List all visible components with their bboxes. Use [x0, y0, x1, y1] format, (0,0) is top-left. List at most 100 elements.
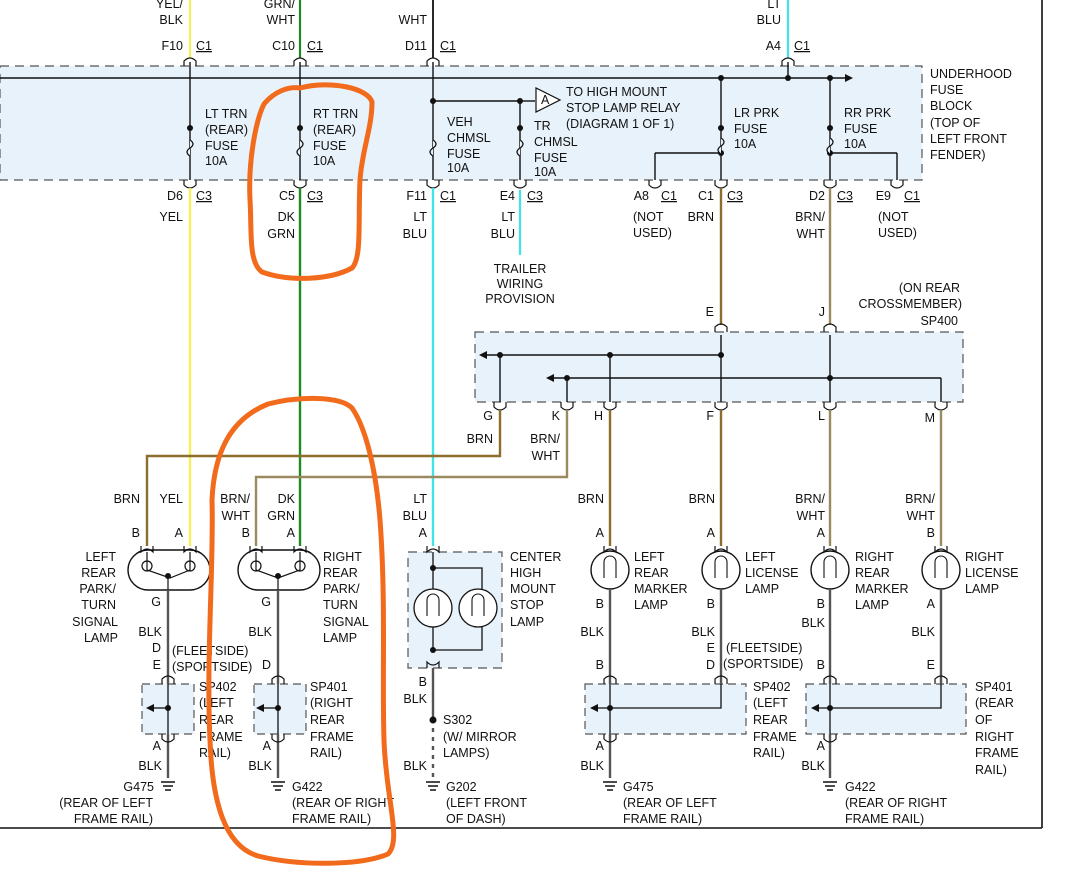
wire-color-label: BRN	[688, 210, 714, 224]
input-pin: D11	[405, 39, 427, 53]
sp401-left-splice-pack	[253, 675, 307, 743]
wire-color-label: BLK	[138, 759, 162, 773]
lamp-pin: A	[596, 526, 605, 540]
fuse-label: FUSE	[734, 122, 767, 136]
wire-color-label: BLK	[801, 616, 825, 630]
splice-label: OF	[975, 713, 993, 727]
lamp-name: LICENSE	[745, 566, 799, 580]
ground-text: OF DASH)	[446, 812, 506, 826]
wire-color-label: BLK	[248, 759, 272, 773]
wire-color-label: BLK	[580, 759, 604, 773]
not-used-label: (NOT	[633, 210, 664, 224]
connector-symbol	[183, 57, 197, 66]
fuse-label: CHMSL	[447, 131, 491, 145]
splice-pin: E	[153, 658, 161, 672]
wire-color-label: BRN/	[220, 492, 250, 506]
splice-note: (SPORTSIDE)	[723, 657, 803, 671]
output-pin: A8	[634, 189, 649, 203]
lamp-ground-pin: B	[817, 597, 825, 611]
sp400-pin: H	[594, 409, 603, 423]
input-pin: F10	[161, 39, 183, 53]
sp400-pin: M	[925, 411, 935, 425]
fuse-label: FUSE	[205, 139, 238, 153]
wire-brn-wht-right-park	[254, 410, 569, 546]
lamp-name: REAR	[634, 566, 669, 580]
sp400-internal	[485, 335, 942, 402]
splice-label: FRAME	[310, 730, 354, 744]
wire-color-label: LT	[501, 210, 515, 224]
splice-label: FRAME	[975, 746, 1019, 760]
fuse-label: 10A	[313, 154, 336, 168]
splice-label: SP401	[310, 680, 348, 694]
lamp-name: MOUNT	[510, 582, 556, 596]
wire-color-label: WHT	[797, 509, 826, 523]
lamp-name: RIGHT	[965, 550, 1004, 564]
output-conn: C3	[196, 189, 212, 203]
ground-text: FRAME RAIL)	[623, 812, 702, 826]
relay-ref-text: (DIAGRAM 1 OF 1)	[566, 117, 674, 131]
fuse-label: (REAR)	[205, 123, 248, 137]
fuse-block-label-line: (TOP OF	[930, 116, 981, 130]
ground-text: FRAME RAIL)	[845, 812, 924, 826]
wire-color-label: BRN	[467, 432, 493, 446]
splice-label: REAR	[310, 713, 345, 727]
relay-ref-triangle	[535, 87, 562, 113]
lamp-name: LEFT	[745, 550, 776, 564]
fuse-label: RR PRK	[844, 106, 892, 120]
wire-color-label: YEL	[159, 210, 183, 224]
fuse-label: VEH	[447, 115, 473, 129]
trailer-note: TRAILER	[494, 262, 547, 276]
sp400-pin: E	[706, 305, 714, 319]
underhood-fuse-block	[0, 65, 923, 181]
center-high-mount-stop-lamp	[407, 546, 503, 669]
ground-text: (LEFT FRONT	[446, 796, 527, 810]
splice-label: (RIGHT	[310, 696, 353, 710]
sp400-pin: L	[818, 409, 825, 423]
lamp-pin: A	[287, 526, 296, 540]
sp400-label: (ON REAR	[899, 281, 960, 295]
wire-color-label: BLK	[248, 625, 272, 639]
splice-pin: D	[152, 641, 161, 655]
wire-color-label: WHT	[907, 509, 936, 523]
splice-label: SP402	[753, 680, 791, 694]
fuse-label: LR PRK	[734, 106, 780, 120]
wire-color-label: BLU	[403, 227, 427, 241]
right-rear-marker-lamp	[810, 546, 850, 590]
wire-color-label: WHT	[222, 509, 251, 523]
input-conn: C1	[307, 39, 323, 53]
lamp-pin: A	[817, 526, 826, 540]
splice-label: SP402	[199, 680, 237, 694]
trailer-note: PROVISION	[485, 292, 554, 306]
splice-pin: B	[817, 658, 825, 672]
ground-text: (REAR OF RIGHT	[292, 796, 394, 810]
output-pin: C1	[698, 189, 714, 203]
lamp-pin: B	[927, 526, 935, 540]
wire-brn-left-park	[145, 410, 502, 546]
wire-color-label: BLK	[911, 625, 935, 639]
lamp-name: LEFT	[85, 550, 116, 564]
splice-pin: E	[927, 658, 935, 672]
lamp-name: PARK/	[79, 582, 116, 596]
output-pin: D6	[167, 189, 183, 203]
wire-color-label: BRN/	[795, 210, 825, 224]
input-pin: C10	[272, 39, 295, 53]
connector-symbol	[781, 57, 795, 66]
sp400-pin: G	[483, 409, 493, 423]
lamp-name: TURN	[323, 598, 358, 612]
relay-ref-text: STOP LAMP RELAY	[566, 101, 681, 115]
ground-text: FRAME RAIL)	[74, 812, 153, 826]
wire-color-label: BLU	[491, 227, 515, 241]
lamp-name: RIGHT	[323, 550, 362, 564]
fuse-label: FUSE	[534, 151, 567, 165]
fuse-label: 10A	[205, 154, 228, 168]
lamp-name: LAMP	[510, 615, 544, 629]
output-pin: D2	[809, 189, 825, 203]
output-conn: C3	[527, 189, 543, 203]
lamp-name: REAR	[855, 566, 890, 580]
lamp-ground-pin: G	[261, 595, 271, 609]
fuse-block-label-line: UNDERHOOD	[930, 67, 1012, 81]
splice-note: (SPORTSIDE)	[172, 660, 252, 674]
ground-symbol-icon	[426, 781, 440, 791]
annotation-circle-fuse	[247, 82, 375, 281]
